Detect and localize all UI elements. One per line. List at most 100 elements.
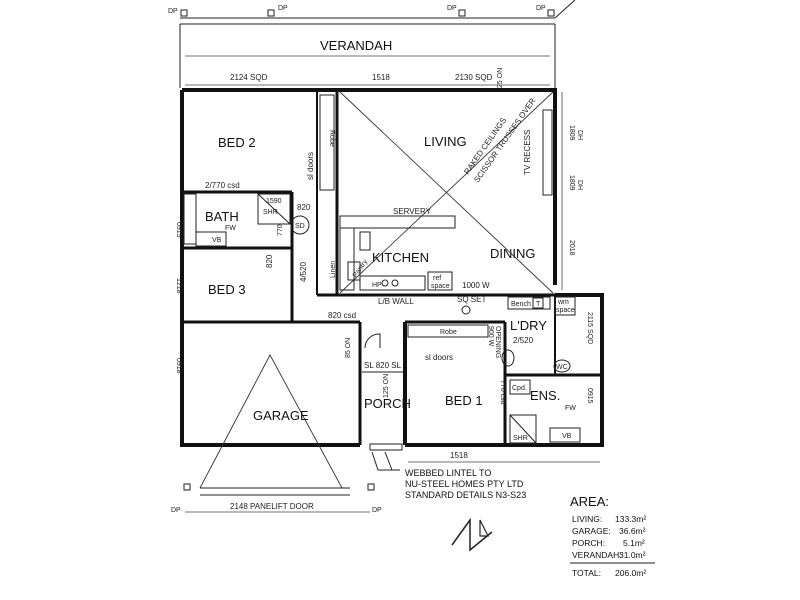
dim-sl-820-sl: SL 820 SL <box>364 361 402 370</box>
dp-label: DP <box>171 507 181 514</box>
dim-820-a: 820 <box>297 203 311 212</box>
dim-2-770-csd: 2/770 csd <box>205 181 240 190</box>
interior-walls <box>182 90 602 445</box>
dim-770: 770 <box>277 224 284 236</box>
room-label-kitchen: KITCHEN <box>372 250 429 265</box>
vb-label: VB <box>212 237 222 244</box>
opening-label: OPENING <box>494 326 501 358</box>
area-value-verandah: 31.0m² <box>619 550 646 560</box>
webbed-lintel-line-1: WEBBED LINTEL TO <box>405 468 491 478</box>
room-label-ldry: L'DRY <box>510 318 547 333</box>
dim-2124-sqd: 2124 SQD <box>230 73 268 82</box>
ref-space-label-b: space <box>431 283 450 290</box>
fw-label: FW <box>225 225 236 232</box>
room-label-ens: ENS. <box>530 388 560 403</box>
sq-set-label: SQ SET <box>457 295 486 304</box>
dim-820-b: 820 <box>265 254 274 268</box>
dim-125-on: 125 ON <box>383 374 390 398</box>
verandah-area: DP DP DP DP VERANDAH <box>168 0 576 88</box>
lb-wall-label: L/B WALL <box>378 297 414 306</box>
room-label-living: LIVING <box>424 134 467 149</box>
dp-label: DP <box>372 507 382 514</box>
dim-1000w: 1000 W <box>462 281 490 290</box>
servery-label: SERVERY <box>393 207 432 216</box>
tv-recess-label: TV RECESS <box>523 130 532 175</box>
dim-2018: 2018 <box>568 240 575 256</box>
wm-space-label-b: space <box>556 307 575 314</box>
dp-label: DP <box>536 5 546 12</box>
webbed-lintel-line-2: NU-STEEL HOMES PTY LTD <box>405 479 524 489</box>
north-arrow-icon <box>451 517 493 552</box>
area-schedule: AREA: LIVING: 133.3m² GARAGE: 36.6m² POR… <box>570 494 655 578</box>
ens-vb-label: VB <box>562 433 572 440</box>
cpd-label: Cpd. <box>512 385 527 392</box>
dp-label: DP <box>447 5 457 12</box>
dh-label: DH <box>576 130 583 140</box>
dim-1218: 1218 <box>175 278 182 294</box>
area-total-value: 206.0m² <box>615 568 646 578</box>
dim-2115-sqd: 2115 SQD <box>586 312 593 344</box>
area-label-verandah: VERANDAH: <box>572 550 622 560</box>
raked-ceiling-lines <box>339 91 554 294</box>
area-total-label: TOTAL: <box>572 568 601 578</box>
exterior-walls <box>180 88 604 447</box>
room-label-dining: DINING <box>490 246 536 261</box>
robe-label-bed1: Robe <box>440 329 457 336</box>
room-label-garage: GARAGE <box>253 408 309 423</box>
room-label-bed1: BED 1 <box>445 393 483 408</box>
linen-label: Linen <box>330 261 337 278</box>
dim-820-csd: 820 csd <box>328 311 356 320</box>
area-label-porch: PORCH: <box>572 538 605 548</box>
room-label-bed3: BED 3 <box>208 282 246 297</box>
robe-label-bed2: Robe <box>328 130 335 147</box>
wc-label: WC <box>556 364 568 371</box>
area-value-porch: 5.1m² <box>623 538 645 548</box>
webbed-lintel-leader <box>369 443 403 471</box>
opening-width: 900 W <box>487 326 494 347</box>
bath-fixtures: SHR 1590 VB FW SD <box>183 193 310 247</box>
webbed-lintel-line-3: STANDARD DETAILS N3-S23 <box>405 490 526 500</box>
room-label-verandah: VERANDAH <box>320 38 392 53</box>
room-label-bath: BATH <box>205 209 239 224</box>
panelift-door-label: 2148 PANELIFT DOOR <box>230 502 314 511</box>
area-value-living: 133.3m² <box>615 514 646 524</box>
bench-label: Bench <box>511 301 531 308</box>
sl-doors-bed2: sl doors <box>306 152 315 180</box>
dim-0918: 0918 <box>175 358 182 374</box>
dim-2-520: 2/520 <box>513 336 534 345</box>
laundry-fixtures: Bench T wm space <box>507 296 576 316</box>
smoke-detector-icon <box>461 305 471 315</box>
dp-label: DP <box>168 8 178 15</box>
shr-label: SHR <box>263 209 278 216</box>
ens-fw-label: FW <box>565 405 576 412</box>
ref-space-label-a: ref <box>433 275 441 282</box>
dim-2130-sqd: 2130 SQD <box>455 73 493 82</box>
dp-label: DP <box>278 5 288 12</box>
garage-roof-lines <box>199 354 350 496</box>
sd-label: SD <box>295 223 305 230</box>
dim-4-520: 4/520 <box>299 261 308 282</box>
area-label-living: LIVING: <box>572 514 602 524</box>
wm-space-label-a: wm <box>557 299 569 306</box>
dim-1809-a: 1809 <box>568 125 575 141</box>
dim-770-csd: 770 csd <box>499 380 506 405</box>
area-heading: AREA: <box>570 494 609 509</box>
sl-doors-bed1: sl doors <box>425 353 453 362</box>
hp-label: HP <box>372 282 382 289</box>
ens-shr-label: SHR <box>513 435 528 442</box>
kitchen-fixtures: SERVERY Pantry HP ref space <box>339 207 456 291</box>
dim-1590: 1590 <box>266 198 282 205</box>
dim-0915-a: 0915 <box>175 222 182 238</box>
dh-label: DH <box>576 180 583 190</box>
room-label-bed2: BED 2 <box>218 135 256 150</box>
area-value-garage: 36.6m² <box>619 526 646 536</box>
dim-85-on: 85 ON <box>345 338 352 358</box>
dim-1518-top: 1518 <box>372 73 390 82</box>
ensuite-fixtures: Cpd. WC SHR VB FW <box>501 349 581 444</box>
dim-0915-b: 0915 <box>586 388 593 404</box>
room-label-porch: PORCH <box>364 396 411 411</box>
dim-1518-bottom: 1518 <box>450 451 468 460</box>
dim-1809-b: 1809 <box>568 175 575 191</box>
area-label-garage: GARAGE: <box>572 526 611 536</box>
